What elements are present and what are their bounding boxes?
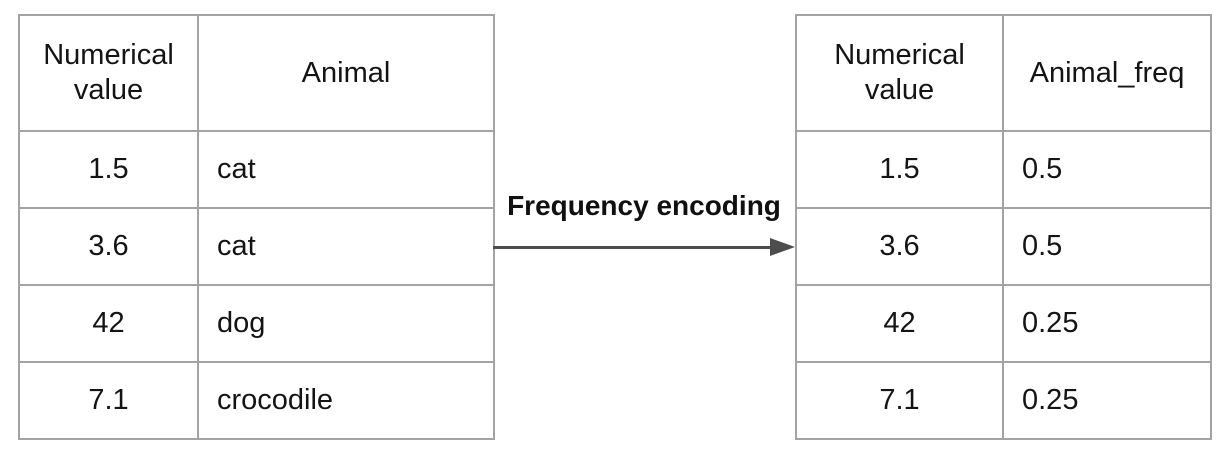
table-cell: 42: [18, 284, 199, 363]
table-header-row: Numerical value Animal_freq: [795, 14, 1212, 132]
table-row: 3.6 0.5: [795, 207, 1212, 286]
header-cell-animal-freq: Animal_freq: [1002, 14, 1212, 132]
table-cell: 7.1: [795, 361, 1004, 440]
table-row: 42 dog: [18, 284, 495, 363]
header-cell-numerical-value: Numerical value: [795, 14, 1004, 132]
table-header-row: Numerical value Animal: [18, 14, 495, 132]
input-table: Numerical value Animal 1.5 cat 3.6 cat 4…: [18, 14, 495, 440]
table-cell: 0.25: [1002, 284, 1212, 363]
table-cell: 0.5: [1002, 207, 1212, 286]
header-cell-animal: Animal: [197, 14, 495, 132]
table-cell: 7.1: [18, 361, 199, 440]
arrow-label: Frequency encoding: [507, 190, 781, 221]
table-cell: cat: [197, 207, 495, 286]
table-cell: 0.25: [1002, 361, 1212, 440]
table-row: 1.5 cat: [18, 130, 495, 209]
table-cell: 3.6: [795, 207, 1004, 286]
table-row: 7.1 crocodile: [18, 361, 495, 440]
table-cell: crocodile: [197, 361, 495, 440]
table-row: 3.6 cat: [18, 207, 495, 286]
table-row: 7.1 0.25: [795, 361, 1212, 440]
table-cell: 1.5: [18, 130, 199, 209]
right-arrow-icon: [493, 246, 773, 249]
table-cell: 1.5: [795, 130, 1004, 209]
table-cell: 0.5: [1002, 130, 1212, 209]
table-cell: dog: [197, 284, 495, 363]
table-cell: 3.6: [18, 207, 199, 286]
header-cell-numerical-value: Numerical value: [18, 14, 199, 132]
table-cell: 42: [795, 284, 1004, 363]
output-table: Numerical value Animal_freq 1.5 0.5 3.6 …: [795, 14, 1212, 440]
table-row: 42 0.25: [795, 284, 1212, 363]
table-cell: cat: [197, 130, 495, 209]
right-arrowhead-icon: [770, 238, 795, 256]
table-row: 1.5 0.5: [795, 130, 1212, 209]
